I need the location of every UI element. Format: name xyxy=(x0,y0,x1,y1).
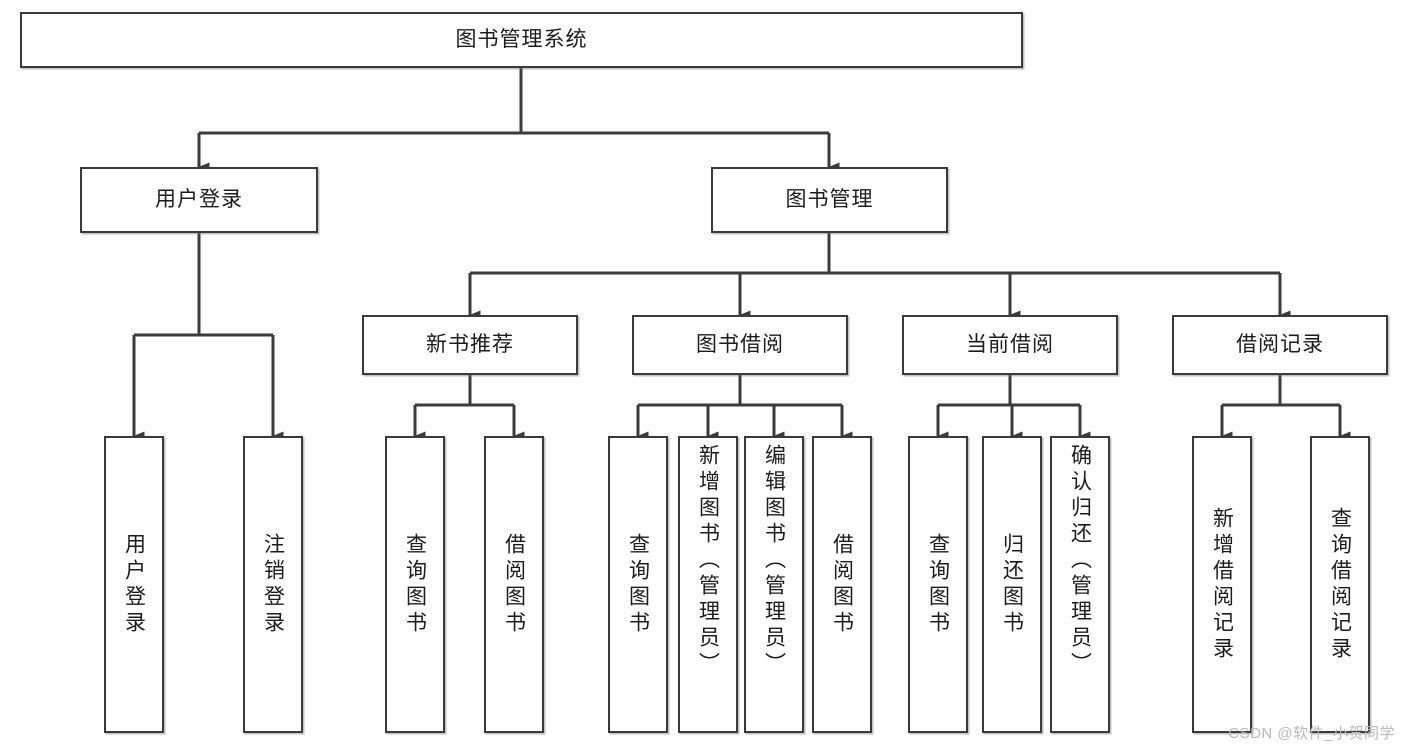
node-label-borrow-record: 借阅记录 xyxy=(1236,332,1324,356)
node-leaf-add-record[interactable]: 新增借阅记录 xyxy=(1192,436,1252,733)
node-leaf-edit-book[interactable]: 编辑图书（管理员） xyxy=(744,436,804,733)
node-label-leaf-edit-book: 编辑图书（管理员） xyxy=(762,444,786,678)
node-label-leaf-confirm-return: 确认归还（管理员） xyxy=(1068,444,1092,678)
node-leaf-add-book[interactable]: 新增图书（管理员） xyxy=(678,436,738,733)
connector-lines xyxy=(132,68,1351,441)
node-book-manage[interactable]: 图书管理 xyxy=(711,167,948,233)
node-leaf-query-record[interactable]: 查询借阅记录 xyxy=(1310,436,1370,733)
node-leaf-confirm-return[interactable]: 确认归还（管理员） xyxy=(1050,436,1110,733)
node-leaf-return-book[interactable]: 归还图书 xyxy=(982,436,1042,733)
node-book-borrow[interactable]: 图书借阅 xyxy=(632,315,848,375)
node-leaf-user-login[interactable]: 用户登录 xyxy=(104,436,164,733)
node-label-leaf-add-record: 新增借阅记录 xyxy=(1210,506,1234,663)
node-leaf-query-book-rec[interactable]: 查询图书 xyxy=(385,436,445,733)
node-label-user-login: 用户登录 xyxy=(155,187,243,211)
node-label-leaf-add-book: 新增图书（管理员） xyxy=(696,444,720,678)
node-user-login[interactable]: 用户登录 xyxy=(80,167,318,233)
node-borrow-record[interactable]: 借阅记录 xyxy=(1172,315,1388,375)
node-label-new-book-rec: 新书推荐 xyxy=(426,332,514,356)
node-label-current-borrow: 当前借阅 xyxy=(966,332,1054,356)
node-label-leaf-query-book-rec: 查询图书 xyxy=(403,532,427,637)
node-label-root: 图书管理系统 xyxy=(455,27,588,51)
node-new-book-rec[interactable]: 新书推荐 xyxy=(362,315,578,375)
node-label-leaf-query-book-borrow: 查询图书 xyxy=(626,532,650,637)
node-label-book-manage: 图书管理 xyxy=(785,187,874,211)
node-label-leaf-query-book-current: 查询图书 xyxy=(926,532,950,637)
node-leaf-query-book-borrow[interactable]: 查询图书 xyxy=(608,436,668,733)
node-label-leaf-borrow-book: 借阅图书 xyxy=(830,532,854,637)
node-current-borrow[interactable]: 当前借阅 xyxy=(902,315,1118,375)
node-leaf-query-book-current[interactable]: 查询图书 xyxy=(908,436,968,733)
node-leaf-logout[interactable]: 注销登录 xyxy=(243,436,303,733)
node-label-leaf-query-record: 查询借阅记录 xyxy=(1328,506,1352,663)
node-label-leaf-logout: 注销登录 xyxy=(261,532,285,637)
node-leaf-borrow-book-rec[interactable]: 借阅图书 xyxy=(484,436,544,733)
node-leaf-borrow-book[interactable]: 借阅图书 xyxy=(812,436,872,733)
node-label-leaf-user-login: 用户登录 xyxy=(122,532,146,637)
node-label-book-borrow: 图书借阅 xyxy=(696,332,784,356)
node-label-leaf-return-book: 归还图书 xyxy=(1000,532,1024,637)
node-label-leaf-borrow-book-rec: 借阅图书 xyxy=(502,532,526,637)
node-root[interactable]: 图书管理系统 xyxy=(20,12,1023,68)
